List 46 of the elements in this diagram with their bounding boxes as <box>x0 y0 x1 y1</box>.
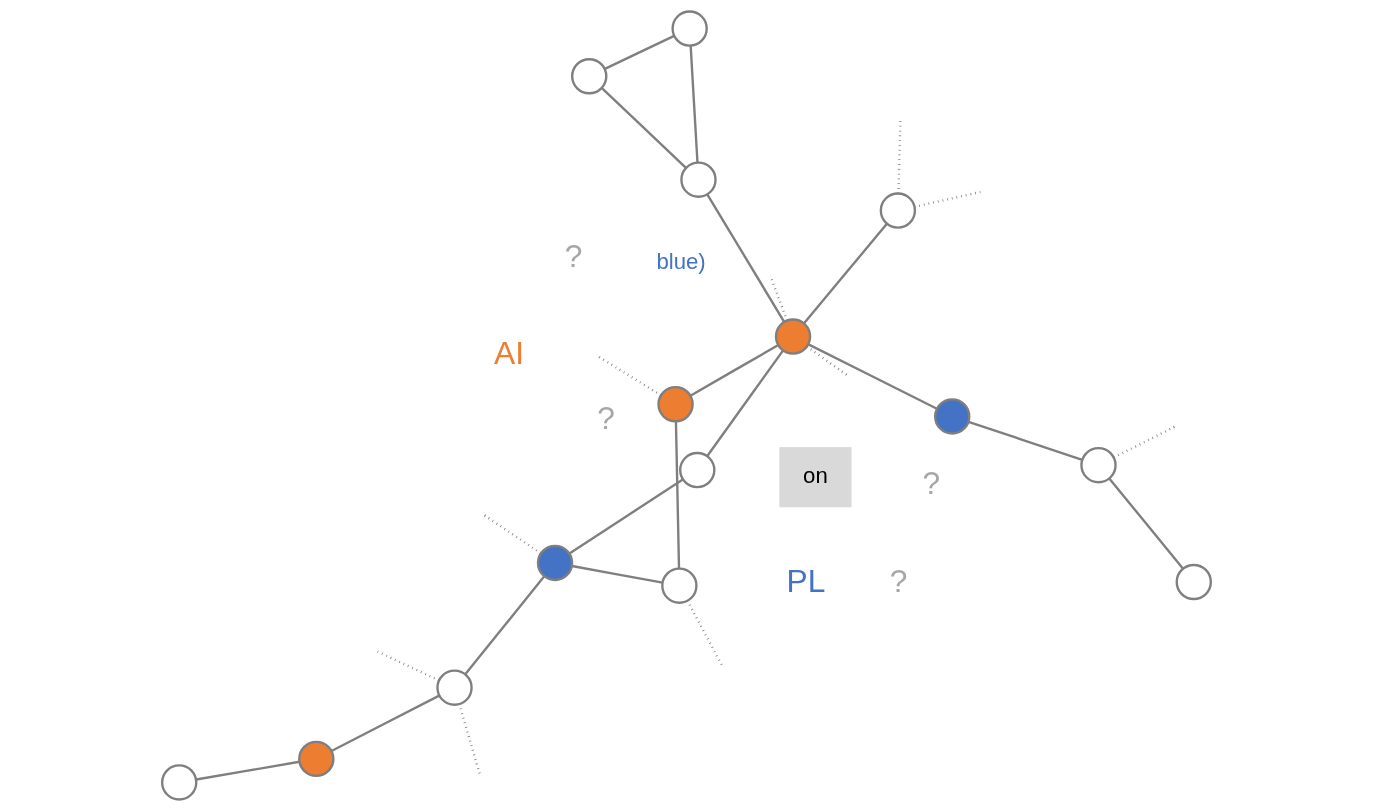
connector <box>597 355 662 397</box>
connector <box>481 513 542 555</box>
connector <box>458 703 481 774</box>
connector <box>807 343 938 410</box>
connector <box>1108 477 1184 570</box>
node-circle <box>671 10 708 47</box>
label: AI <box>494 335 525 372</box>
node-circle <box>1175 563 1212 601</box>
node-circle <box>436 669 473 706</box>
connector <box>568 478 684 555</box>
connector <box>689 45 699 163</box>
connector <box>195 760 300 781</box>
connector <box>706 349 784 457</box>
node-circle <box>679 451 716 489</box>
node-circle <box>161 764 198 801</box>
label: PL <box>786 562 826 599</box>
connector <box>686 600 723 666</box>
node-circle <box>933 398 971 435</box>
label: ? <box>564 237 583 274</box>
node-circle <box>680 161 717 198</box>
node-circle <box>774 318 812 355</box>
node-box: on <box>779 447 852 508</box>
node-circle <box>1080 446 1117 484</box>
label: ? <box>597 400 615 437</box>
label: blue) <box>656 249 706 275</box>
connector <box>604 34 675 70</box>
connector <box>376 650 440 682</box>
node-circle <box>657 386 694 423</box>
connector <box>806 345 849 377</box>
connector <box>706 193 786 323</box>
connector <box>600 87 687 169</box>
node-circle <box>571 58 608 95</box>
node-circle <box>661 567 698 604</box>
connector <box>968 420 1083 461</box>
connector <box>803 223 888 325</box>
connector <box>1113 424 1178 459</box>
node-circle <box>298 740 335 778</box>
connector <box>689 344 779 397</box>
node-circle <box>879 192 917 229</box>
connector <box>330 694 440 753</box>
label: ? <box>922 465 941 502</box>
connector <box>674 421 681 569</box>
connector <box>464 575 545 676</box>
node-circle <box>536 544 574 582</box>
label: ? <box>889 562 908 599</box>
connector <box>571 564 663 584</box>
